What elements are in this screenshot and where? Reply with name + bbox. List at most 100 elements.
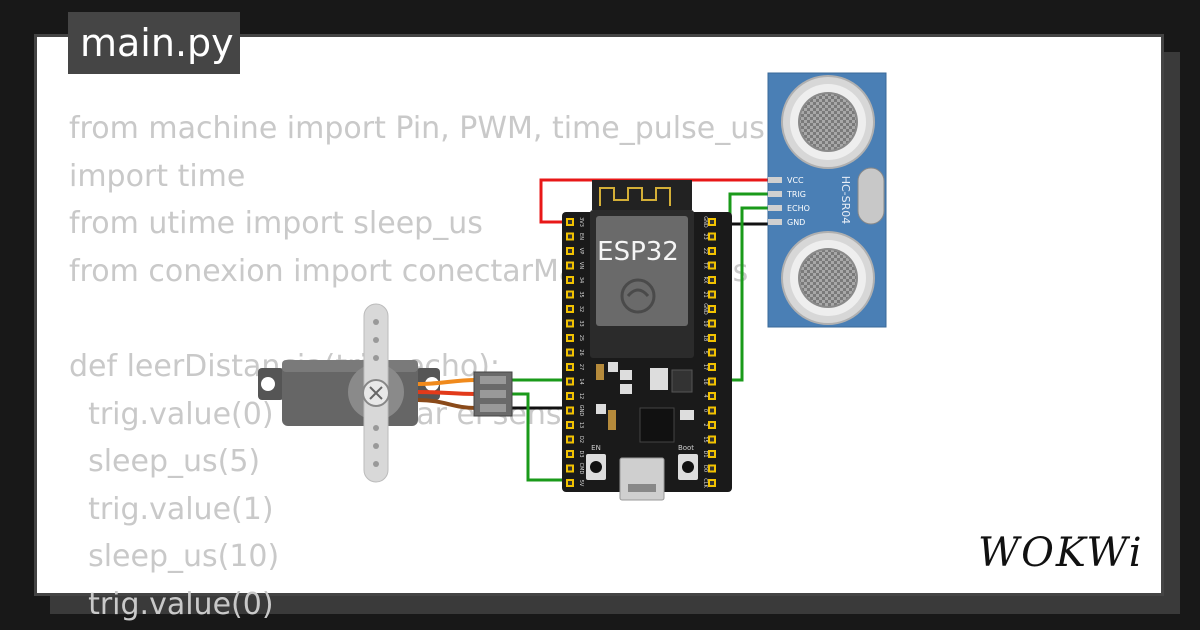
esp32-right-pin-hole: [710, 249, 714, 253]
esp32-right-pin-hole: [710, 452, 714, 456]
sensor-name: HC-SR04: [839, 176, 852, 225]
esp32-left-pin-hole: [568, 234, 572, 239]
esp32-right-pin-hole: [710, 234, 714, 239]
esp32-left-pin-hole: [568, 278, 572, 282]
esp32-left-pin-hole: [568, 481, 572, 485]
esp32-right-pin-hole: [710, 481, 714, 485]
esp32-right-pin-hole: [710, 336, 714, 340]
code-line: sleep_us(10): [69, 539, 280, 575]
esp32-left-pin-hole: [568, 452, 572, 456]
esp32-right-pin-label: 23: [702, 233, 708, 239]
esp32-right-pin-label: 5: [702, 351, 708, 354]
esp32-left-pin-label: 26: [578, 349, 584, 355]
esp32-left-pin-label: 33: [578, 320, 584, 326]
esp32-left-pin-label: 12: [578, 393, 584, 399]
esp32-right-pin-hole: [710, 394, 714, 398]
hc-sr04-sensor[interactable]: HC-SR04 VCC TRIG ECHO GND: [767, 72, 887, 328]
esp32-right-pin-hole: [710, 437, 714, 442]
code-line: import time: [69, 158, 246, 194]
esp32-right-pin-hole: [710, 365, 714, 369]
esp32-right-pin-hole: [710, 307, 714, 311]
esp32-left-pin-label: D3: [578, 450, 584, 457]
esp32-left-pin-label: 32: [578, 306, 584, 312]
esp32-left-pin-hole: [568, 336, 572, 340]
servo[interactable]: [258, 303, 513, 483]
esp32-left-pin-label: 27: [578, 364, 584, 370]
sensor-pin[interactable]: [768, 219, 782, 225]
esp32-left-pin-hole: [568, 408, 572, 413]
esp32-right-pin-label: CLK: [702, 478, 708, 488]
esp32-left-pin-label: EN: [578, 233, 584, 240]
esp32-right-pin-label: 22: [702, 248, 708, 254]
esp32-left-pin-hole: [568, 379, 572, 384]
esp32-right-pin-label: 21: [702, 291, 708, 297]
esp32-left-pin-hole: [568, 365, 572, 369]
esp32-right-pin-label: 17: [702, 364, 708, 370]
code-line: trig.value(1): [69, 491, 274, 527]
file-tab[interactable]: main.py: [68, 12, 240, 74]
esp32-left-pin-hole: [568, 423, 572, 427]
sensor-pin-label: ECHO: [787, 204, 810, 213]
sensor-pin[interactable]: [768, 177, 782, 183]
code-line: trig.value(0): [69, 586, 274, 622]
esp32-right-pin-label: D0: [702, 465, 708, 472]
sensor-pin-label: TRIG: [786, 190, 806, 199]
esp32-right-pin-hole: [710, 292, 714, 297]
sensor-pin[interactable]: [768, 191, 782, 197]
esp32-left-pin-label: 3V3: [578, 217, 584, 227]
esp32-label: ESP32: [597, 237, 679, 267]
esp32-right-pin-hole: [710, 220, 714, 224]
wokwi-logo-text: WOKWi: [978, 530, 1144, 576]
esp32-left-pin-hole: [568, 249, 572, 253]
esp32-right-pin-label: 2: [702, 423, 708, 426]
esp32-right-pin-label: 18: [702, 335, 708, 341]
esp32-right-pin-label: 16: [702, 378, 708, 384]
esp32-right-pin-label: D1: [702, 450, 708, 457]
esp32-right-pin-hole: [710, 423, 714, 427]
code-line: from machine import Pin, PWM, time_pulse…: [69, 111, 765, 146]
esp32-right-pin-hole: [710, 466, 714, 471]
esp32-left-pin-hole: [568, 292, 572, 297]
esp32-right-pin-hole: [710, 263, 714, 268]
esp32-left-pin-label: 25: [578, 335, 584, 341]
esp32-left-pin-label: VP: [578, 248, 584, 254]
wokwi-logo: WOKWi: [978, 530, 1144, 576]
esp32-board[interactable]: ESP32 EN Boot 3V3ENVPVN34353233252627141…: [562, 180, 732, 501]
esp32-left-pin-label: 34: [578, 277, 584, 283]
esp32-left-pin-label: VN: [578, 262, 584, 269]
esp32-right-pin-hole: [710, 321, 714, 326]
esp32-left-pin-label: 35: [578, 291, 584, 297]
esp32-left-pin-label: D2: [578, 436, 584, 443]
esp32-left-pin-hole: [568, 437, 572, 442]
sensor-pin[interactable]: [768, 205, 782, 211]
wire-servo-5v[interactable]: [510, 392, 572, 482]
esp32-left-pin-hole: [568, 394, 572, 398]
esp32-right-pin-label: 15: [702, 436, 708, 442]
esp32-left-pin-label: 5V: [578, 480, 584, 487]
esp32-right-pin-label: 19: [702, 320, 708, 326]
esp32-right-pin-label: 4: [702, 394, 708, 397]
sensor-pin-label: VCC: [787, 176, 804, 185]
esp32-left-pins: 3V3ENVPVN343532332526271412GND13D2D3CMD5…: [566, 217, 584, 487]
sensor-pins: VCC TRIG ECHO GND: [768, 176, 810, 227]
esp32-right-pin-label: GND: [702, 216, 708, 228]
code-line: from utime import sleep_us: [69, 206, 483, 242]
esp32-left-pin-hole: [568, 350, 572, 355]
en-button-label: EN: [591, 444, 601, 452]
esp32-right-pin-hole: [710, 350, 714, 355]
esp32-right-pin-label: RX: [702, 277, 708, 284]
sensor-pin-label: GND: [787, 218, 805, 227]
esp32-left-pin-label: GND: [578, 405, 584, 417]
code-line: sleep_us(5): [69, 444, 261, 480]
esp32-left-pin-hole: [568, 220, 572, 224]
esp32-right-pin-label: GND: [702, 303, 708, 315]
esp32-left-pin-label: 14: [578, 378, 584, 384]
esp32-right-pin-hole: [710, 408, 714, 413]
esp32-left-pin-hole: [568, 263, 572, 268]
esp32-right-pin-label: 0: [702, 409, 708, 412]
boot-button-label: Boot: [678, 444, 694, 452]
esp32-right-pin-hole: [710, 379, 714, 384]
esp32-left-pin-label: 13: [578, 422, 584, 428]
